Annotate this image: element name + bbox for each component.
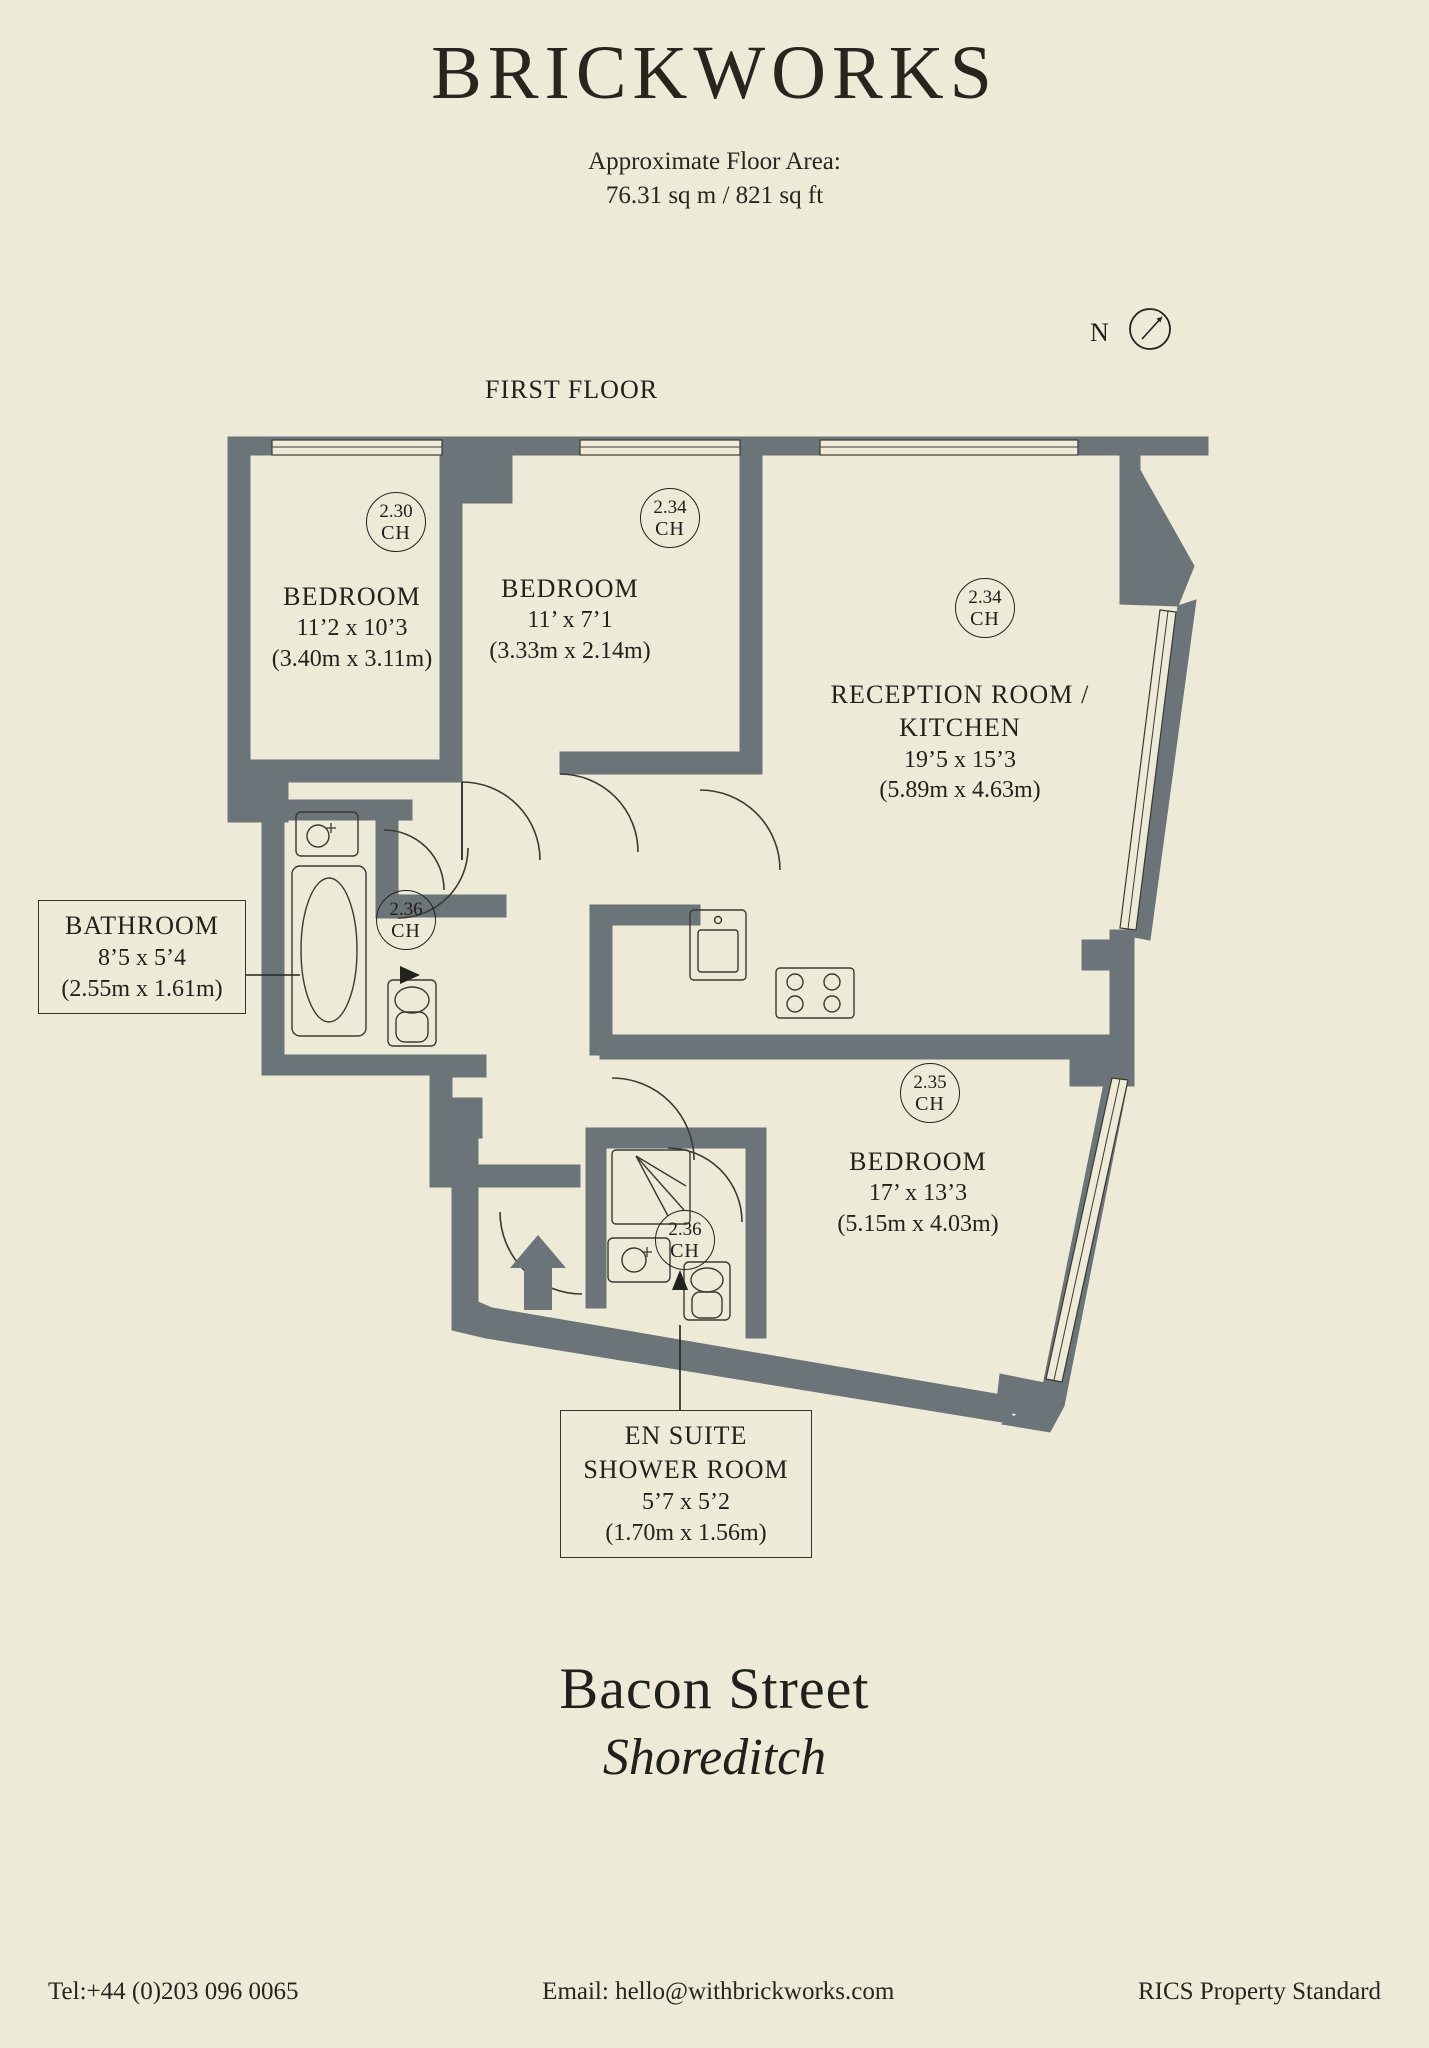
- room-name: BEDROOM: [501, 574, 639, 603]
- leaders-layer: [228, 966, 688, 1430]
- page-title: BRICKWORKS: [431, 31, 998, 115]
- north-letter: N: [1090, 318, 1109, 347]
- room-dim-metric: (5.89m x 4.63m): [879, 777, 1041, 804]
- ch-value: 2.30: [379, 500, 413, 522]
- floor-area-block: Approximate Floor Area: 76.31 sq m / 821…: [0, 145, 1429, 213]
- room-label-bedroom-1: BEDROOM 11’2 x 10’3 (3.40m x 3.11m): [222, 580, 482, 675]
- room-name-line1: EN SUITE: [624, 1421, 748, 1450]
- north-indicator: N: [1090, 300, 1200, 370]
- windows-layer: [271, 439, 1177, 1383]
- room-dim-imperial: 17’ x 13’3: [868, 1180, 968, 1207]
- compass-icon: [1129, 308, 1171, 350]
- room-dim-imperial: 5’7 x 5’2: [642, 1488, 730, 1515]
- room-dim-metric: (3.40m x 3.11m): [271, 645, 433, 672]
- floor-area-label: Approximate Floor Area:: [588, 148, 841, 175]
- footer-email: Email: hello@withbrickworks.com: [542, 1978, 895, 2005]
- footer-telephone: Tel:+44 (0)203 096 0065: [48, 1978, 299, 2005]
- address-district: Shoreditch: [602, 1729, 827, 1786]
- ceiling-height-reception: 2.34 CH: [955, 578, 1015, 638]
- room-label-reception-kitchen: RECEPTION ROOM / KITCHEN 19’5 x 15’3 (5.…: [790, 678, 1130, 806]
- ceiling-height-bedroom-2: 2.34 CH: [640, 488, 700, 548]
- ceiling-height-bathroom: 2.36 CH: [376, 890, 436, 950]
- room-name-line2: SHOWER ROOM: [583, 1454, 789, 1484]
- footer: Tel:+44 (0)203 096 0065 Email: hello@wit…: [0, 1978, 1429, 2006]
- room-dim-metric: (5.15m x 4.03m): [837, 1210, 999, 1237]
- ch-value: 2.34: [968, 586, 1002, 608]
- fixtures-layer: [291, 811, 855, 1321]
- room-name-line2: KITCHEN: [899, 713, 1021, 743]
- room-label-bedroom-3: BEDROOM 17’ x 13’3 (5.15m x 4.03m): [768, 1145, 1068, 1240]
- callout-en-suite: EN SUITE SHOWER ROOM 5’7 x 5’2 (1.70m x …: [560, 1410, 812, 1558]
- door-swings-layer: [383, 773, 781, 1295]
- ch-unit: CH: [381, 521, 411, 544]
- address-street: Bacon Street: [559, 1656, 870, 1721]
- ch-unit: CH: [391, 919, 421, 942]
- ch-unit: CH: [915, 1092, 945, 1115]
- room-name: BATHROOM: [65, 911, 219, 940]
- ch-unit: CH: [970, 607, 1000, 630]
- room-dim-imperial: 8’5 x 5’4: [98, 944, 186, 971]
- ch-unit: CH: [655, 517, 685, 540]
- ch-value: 2.36: [389, 898, 423, 920]
- room-name-line1: RECEPTION ROOM /: [830, 680, 1090, 709]
- room-dim-metric: (3.33m x 2.14m): [489, 637, 651, 664]
- room-dim-metric: (2.55m x 1.61m): [61, 975, 223, 1002]
- floor-caption: FIRST FLOOR: [485, 375, 659, 404]
- ceiling-height-bedroom-3: 2.35 CH: [900, 1063, 960, 1123]
- ceiling-height-bedroom-1: 2.30 CH: [366, 492, 426, 552]
- room-dim-imperial: 19’5 x 15’3: [904, 746, 1016, 773]
- address-block: Bacon Street Shoreditch: [0, 1655, 1429, 1787]
- ch-value: 2.36: [668, 1218, 702, 1240]
- ch-unit: CH: [670, 1239, 700, 1262]
- footer-standard: RICS Property Standard: [1137, 1978, 1381, 2005]
- ch-value: 2.35: [913, 1071, 947, 1093]
- room-name: BEDROOM: [849, 1147, 987, 1176]
- callout-bathroom: BATHROOM 8’5 x 5’4 (2.55m x 1.61m): [38, 900, 246, 1015]
- floor-area-value: 76.31 sq m / 821 sq ft: [605, 181, 824, 209]
- room-name: BEDROOM: [283, 582, 421, 611]
- room-dim-imperial: 11’2 x 10’3: [296, 615, 408, 642]
- room-label-bedroom-2: BEDROOM 11’ x 7’1 (3.33m x 2.14m): [440, 572, 700, 667]
- ch-value: 2.34: [653, 496, 687, 518]
- room-dim-imperial: 11’ x 7’1: [527, 607, 613, 634]
- ceiling-height-en-suite: 2.36 CH: [655, 1210, 715, 1270]
- room-dim-metric: (1.70m x 1.56m): [605, 1519, 767, 1546]
